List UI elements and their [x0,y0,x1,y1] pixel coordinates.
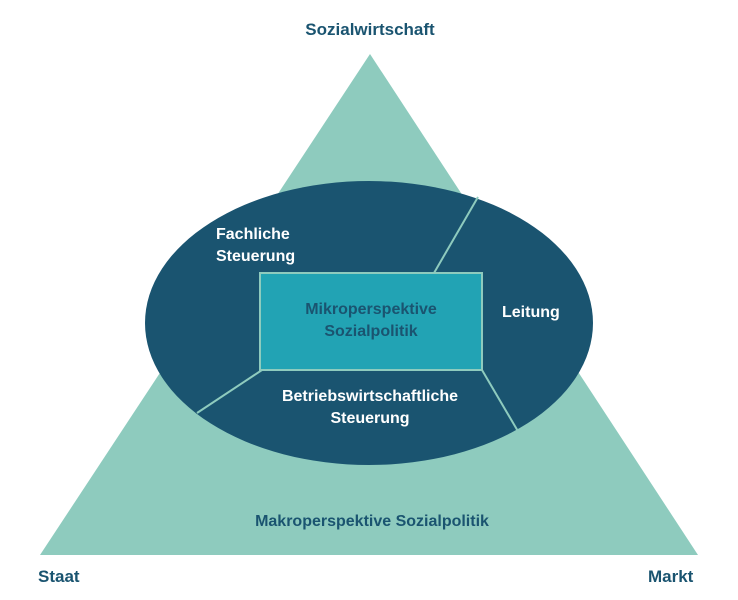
divider-left-bottom [196,369,263,414]
segment-fachliche-steuerung: Fachliche Steuerung [216,224,295,268]
corner-label-left: Staat [38,567,80,586]
center-box-label: Mikroperspektive Sozialpolitik [305,299,437,343]
segment-betriebswirtschaftlich-line-1: Betriebswirtschaftliche [281,388,459,405]
corner-label-right: Markt [648,567,694,586]
center-box [259,272,483,371]
segment-fachliche-line-2: Steuerung [216,248,296,265]
segment-leitung: Leitung [502,304,560,321]
corner-label-top: Sozialwirtschaft [305,20,435,39]
divider-right-bottom [481,369,520,434]
segment-fachliche-line-1: Fachliche [216,226,290,243]
segment-betriebswirtschaftliche-steuerung: Betriebswirtschaftliche Steuerung [282,386,458,430]
triangle-label: Makroperspektive Sozialpolitik [255,513,489,530]
divider-leitung [433,196,479,274]
center-box-line-2: Sozialpolitik [324,323,418,340]
center-box-line-1: Mikroperspektive [305,301,437,318]
segment-betriebswirtschaftlich-line-2: Steuerung [330,410,410,427]
